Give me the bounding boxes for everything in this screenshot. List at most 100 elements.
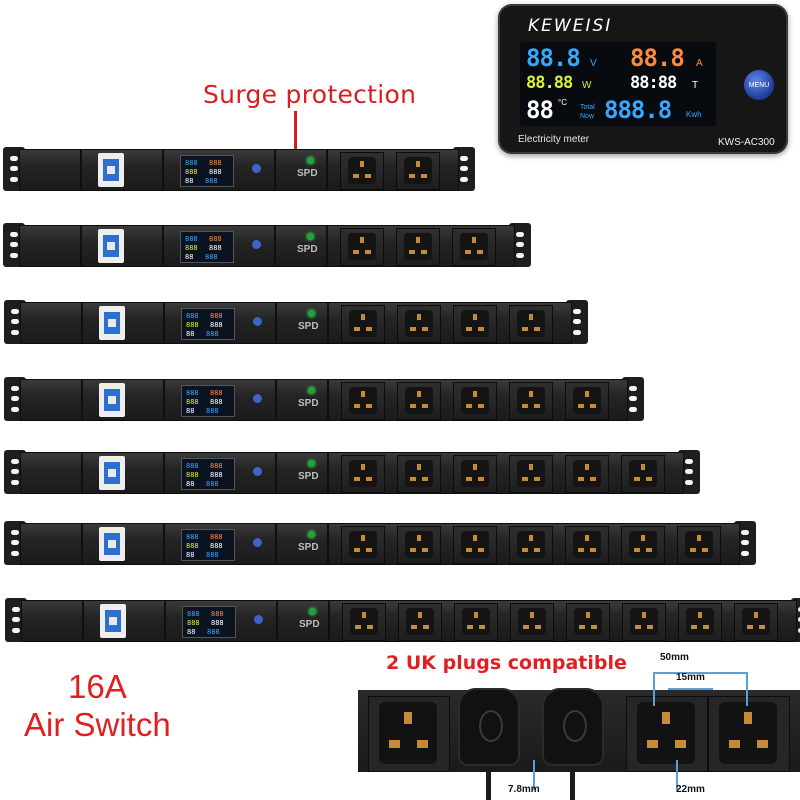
universal-outlet bbox=[453, 382, 497, 420]
meter-brand: KEWEISI bbox=[528, 16, 613, 36]
universal-outlet bbox=[397, 526, 441, 564]
air-switch-breaker[interactable] bbox=[99, 383, 125, 417]
spd-label: SPD bbox=[298, 471, 319, 482]
spd-label: SPD bbox=[297, 244, 318, 255]
spd-module: SPD bbox=[289, 528, 339, 560]
universal-outlet bbox=[622, 603, 666, 641]
total-label: Total bbox=[580, 104, 595, 111]
dimension-line bbox=[676, 760, 678, 790]
current-unit: A bbox=[696, 58, 703, 69]
dimension-line bbox=[533, 760, 535, 790]
universal-outlet bbox=[396, 228, 440, 266]
dimension-7-8mm: 7.8mm bbox=[508, 784, 540, 795]
universal-outlet bbox=[340, 228, 384, 266]
air-switch-breaker[interactable] bbox=[99, 456, 125, 490]
strip-meter-menu-button[interactable] bbox=[253, 317, 262, 326]
meter-closeup: KEWEISI 88.8 V 88.8 A 88.88 W 88:88 T 88… bbox=[498, 4, 788, 154]
uk-plug bbox=[542, 688, 604, 766]
uk-plug bbox=[458, 688, 520, 766]
dimension-line bbox=[653, 672, 655, 706]
dimension-line bbox=[668, 688, 713, 690]
universal-outlet bbox=[452, 228, 496, 266]
universal-outlet bbox=[509, 526, 553, 564]
strip-meter-menu-button[interactable] bbox=[253, 538, 262, 547]
universal-outlet bbox=[398, 603, 442, 641]
universal-outlet bbox=[341, 382, 385, 420]
meter-model: KWS-AC300 bbox=[718, 137, 775, 148]
time-reading: 88:88 bbox=[630, 73, 677, 93]
time-unit: T bbox=[692, 80, 699, 91]
meter-menu-button[interactable]: MENU bbox=[744, 70, 774, 100]
strip-meter-menu-button[interactable] bbox=[252, 164, 261, 173]
air-switch-breaker[interactable] bbox=[99, 527, 125, 561]
dimension-22mm: 22mm bbox=[676, 784, 705, 795]
strip-meter-menu-button[interactable] bbox=[252, 240, 261, 249]
universal-outlet bbox=[341, 305, 385, 343]
uk-plugs-label: 2 UK plugs compatible bbox=[386, 652, 627, 674]
meter-caption: Electricity meter bbox=[518, 134, 590, 145]
strip-meter-menu-button[interactable] bbox=[254, 615, 263, 624]
strip-meter-menu-button[interactable] bbox=[253, 467, 262, 476]
universal-outlet bbox=[397, 305, 441, 343]
air-switch-breaker[interactable] bbox=[99, 306, 125, 340]
voltage-unit: V bbox=[590, 58, 597, 69]
air-switch-amp: 16A bbox=[67, 668, 127, 705]
universal-outlet bbox=[566, 603, 610, 641]
spd-module: SPD bbox=[290, 605, 340, 637]
closeup-socket bbox=[368, 696, 450, 772]
spd-module: SPD bbox=[289, 307, 339, 339]
universal-outlet bbox=[454, 603, 498, 641]
universal-outlet bbox=[510, 603, 554, 641]
air-switch-breaker[interactable] bbox=[100, 604, 126, 638]
meter-screen: 88.8 V 88.8 A 88.88 W 88:88 T 88 °C Tota… bbox=[520, 42, 716, 126]
uk-plug-closeup: 50mm 15mm 7.8mm 22mm bbox=[358, 652, 800, 800]
universal-outlet bbox=[453, 526, 497, 564]
temp-unit: °C bbox=[558, 98, 567, 107]
universal-outlet bbox=[453, 455, 497, 493]
strip-meter-menu-button[interactable] bbox=[253, 394, 262, 403]
universal-outlet bbox=[509, 382, 553, 420]
universal-outlet bbox=[509, 455, 553, 493]
spd-label: SPD bbox=[298, 542, 319, 553]
spd-module: SPD bbox=[288, 230, 338, 262]
universal-outlet bbox=[678, 603, 722, 641]
spd-module: SPD bbox=[289, 457, 339, 489]
air-switch-breaker[interactable] bbox=[98, 229, 124, 263]
energy-unit: Kwh bbox=[686, 110, 702, 119]
dimension-15mm: 15mm bbox=[676, 672, 705, 683]
universal-outlet bbox=[341, 455, 385, 493]
air-switch-text: Air Switch bbox=[24, 706, 171, 743]
spd-led-icon bbox=[307, 233, 314, 240]
temp-reading: 88 bbox=[526, 96, 554, 124]
surge-protection-label: Surge protection bbox=[203, 80, 417, 109]
power-reading: 88.88 bbox=[526, 73, 573, 93]
universal-outlet bbox=[397, 455, 441, 493]
dimension-50mm: 50mm bbox=[660, 652, 689, 663]
energy-reading: 888.8 bbox=[604, 96, 672, 124]
universal-outlet bbox=[342, 603, 386, 641]
spd-led-icon bbox=[308, 531, 315, 538]
now-label: Now bbox=[580, 113, 595, 120]
universal-outlet bbox=[453, 305, 497, 343]
air-switch-breaker[interactable] bbox=[98, 153, 124, 187]
universal-outlet bbox=[677, 526, 721, 564]
spd-label: SPD bbox=[298, 321, 319, 332]
current-reading: 88.8 bbox=[630, 44, 685, 72]
universal-outlet bbox=[734, 603, 778, 641]
spd-led-icon bbox=[308, 310, 315, 317]
spd-led-icon bbox=[308, 460, 315, 467]
